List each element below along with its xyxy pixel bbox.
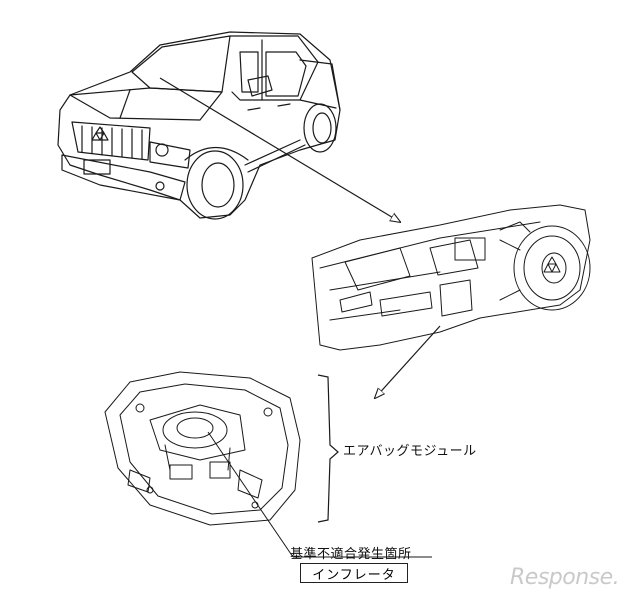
- inflator-label-box: インフレータ: [300, 563, 408, 583]
- airbag-module-label: エアバッグモジュール: [343, 444, 477, 459]
- inflator-leader-line: [207, 431, 432, 558]
- arrow-dashboard-to-module: [375, 325, 441, 398]
- inflator-label: インフレータ: [312, 567, 396, 583]
- module-bracket: [317, 374, 339, 523]
- response-watermark: Response.: [510, 565, 620, 590]
- pickup-truck-illustration: [57, 31, 341, 220]
- arrow-truck-to-dashboard: [159, 77, 400, 222]
- airbag-module-illustration: [104, 371, 301, 526]
- dashboard-illustration: [311, 204, 591, 351]
- defect-location-label: 基準不適合発生箇所: [290, 547, 412, 562]
